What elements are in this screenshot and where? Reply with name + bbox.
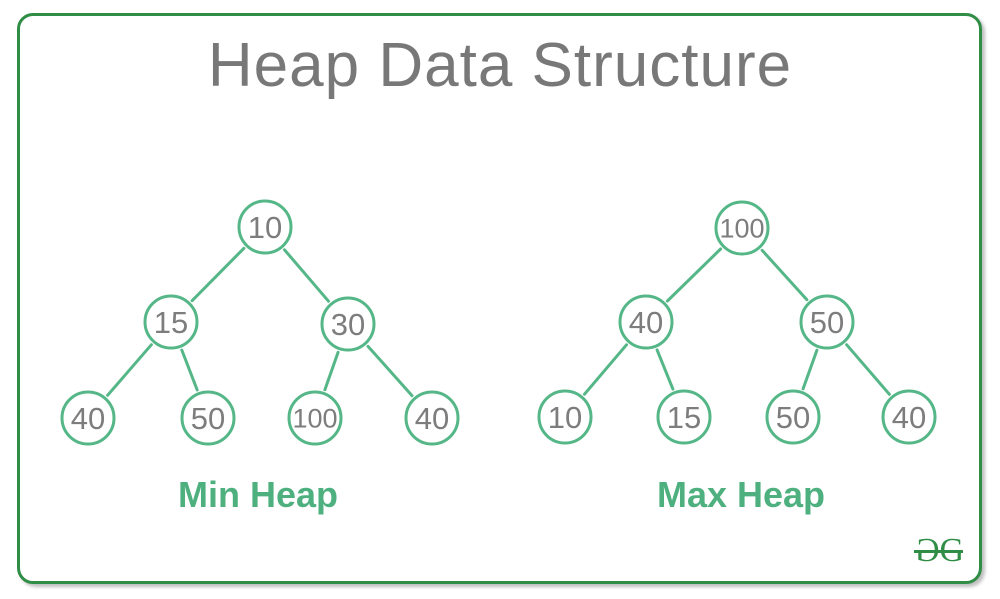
max-heap-node-circle <box>537 389 593 445</box>
max-heap-edge <box>760 248 809 302</box>
min-heap-node-circle <box>237 199 293 255</box>
geeksforgeeks-logo: GG <box>913 532 964 570</box>
min-heap-node-circle <box>404 390 460 446</box>
logo-bar <box>913 550 963 553</box>
max-heap-edge <box>801 348 819 391</box>
max-heap-node-circle <box>799 294 855 350</box>
min-heap-label: Min Heap <box>178 474 338 515</box>
min-heap-node-circle <box>287 390 343 446</box>
min-heap-edge <box>323 350 340 392</box>
max-heap-node-value: 10 <box>548 400 582 435</box>
max-heap-edge <box>665 247 723 303</box>
min-heap-node-value: 50 <box>191 401 225 436</box>
max-heap-node-circle <box>881 389 937 445</box>
max-heap-node-circle <box>656 389 712 445</box>
max-heap-edge <box>845 343 891 396</box>
min-heap-edge <box>106 343 153 397</box>
max-heap-node-value: 15 <box>667 400 701 435</box>
max-heap-edge <box>583 343 628 396</box>
min-heap-node-circle <box>143 294 199 350</box>
max-heap-node-value: 40 <box>629 305 663 340</box>
min-heap-node-circle <box>180 390 236 446</box>
min-heap-edge <box>366 344 414 398</box>
min-heap-node-circle <box>320 296 376 352</box>
max-heap-node-value: 50 <box>810 305 844 340</box>
max-heap-label: Max Heap <box>657 474 825 515</box>
max-heap-node-circle <box>765 389 821 445</box>
diagram-title: Heap Data Structure <box>207 31 793 100</box>
min-heap-edge <box>283 248 330 303</box>
min-heap-node-circle <box>60 390 116 446</box>
min-heap-node-value: 40 <box>71 401 105 436</box>
min-heap-node-value: 40 <box>415 401 449 436</box>
max-heap-node-circle <box>618 294 674 350</box>
min-heap-edge <box>190 246 246 303</box>
min-heap-edge <box>180 348 199 392</box>
max-heap-node-value: 40 <box>892 400 926 435</box>
min-heap-node-value: 100 <box>292 404 337 434</box>
min-heap-node-value: 30 <box>331 307 365 342</box>
max-heap-node-circle <box>714 200 770 256</box>
max-heap-node-value: 50 <box>776 400 810 435</box>
max-heap-node-value: 100 <box>719 214 764 244</box>
min-heap-node-value: 15 <box>154 305 188 340</box>
min-heap-node-value: 10 <box>248 210 282 245</box>
max-heap-edge <box>655 348 675 391</box>
